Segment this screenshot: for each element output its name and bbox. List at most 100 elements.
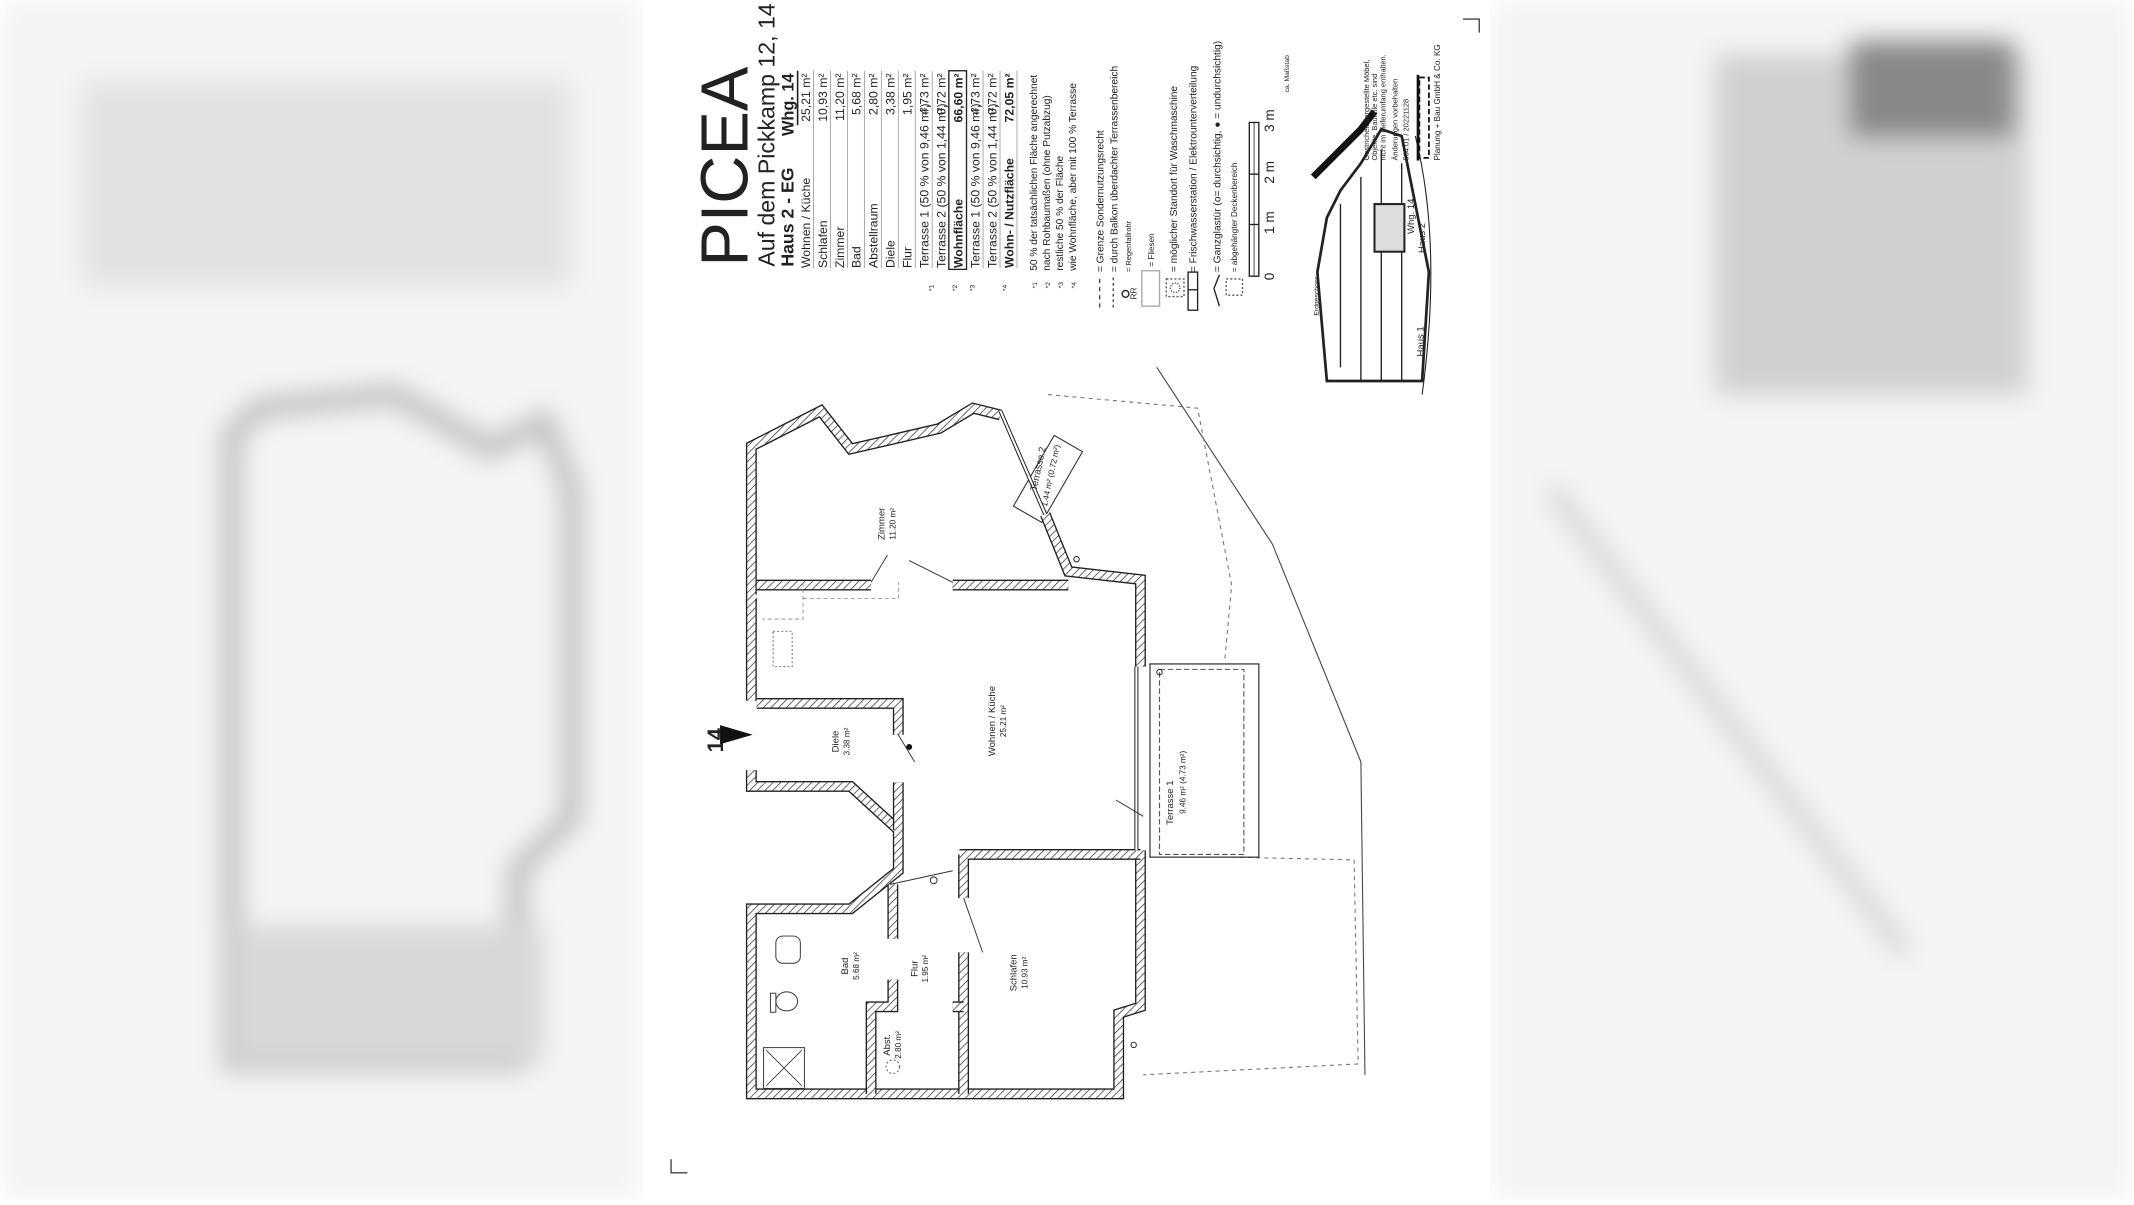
room-abst-name: Abst. (882, 1034, 893, 1056)
glass-door-icon (1213, 274, 1221, 307)
washer-icon (1165, 278, 1185, 298)
site-haus1: Haus 1 (1415, 326, 1426, 356)
note-furniture-2: Objekte, Bauteile etc. sind (1370, 74, 1379, 161)
area-table-row: Terrasse 1 (50 % von 9,46 m²)4,73 m² (918, 70, 933, 268)
site-plan: Erdgeschoss Haus 1 Haus 2 Whg. 14 (1310, 109, 1432, 395)
footnote-text: restliche 50 % der Fläche (1055, 155, 1066, 270)
blurred-background-left (0, 0, 643, 1200)
opaque-glass-door-icon (906, 743, 913, 750)
area-value: 0,72 m² (934, 73, 948, 114)
area-label: Flur (901, 247, 915, 268)
scale-note: ca. Maßstab (1284, 55, 1291, 93)
site-haus2: Haus 2 (1417, 223, 1428, 253)
building-floor: Haus 2 - EG (778, 167, 798, 266)
shower-icon (763, 1047, 805, 1089)
area-table-row: Wohnfläche 66,60 m² (948, 70, 968, 271)
room-bad-name: Bad (840, 958, 851, 975)
area-value: 3,38 m² (884, 73, 898, 114)
scale-label-1: 1 m (1262, 211, 1277, 234)
room-diele-name: Diele (830, 731, 841, 753)
room-diele-area: 3.38 m² (842, 727, 851, 755)
rr-symbol: RR (1129, 287, 1138, 299)
scale-bar: 0 1 m 2 m 3 m ca. Maßstab (1248, 55, 1291, 280)
ceiling-icon (1225, 278, 1244, 296)
legend-washer: = möglicher Standort für Waschmaschine (1169, 86, 1180, 273)
area-table-row: Wohnen / Küche 25,21 m² (799, 70, 814, 268)
area-value: 11,20 m² (833, 73, 847, 120)
legend: = Grenze Sondernutzungsrecht = durch Bal… (1096, 41, 1244, 311)
legend-ceiling: = abgehängter Deckenbereich (1230, 163, 1239, 273)
area-label: Terrasse 1 (50 % von 9,46 m²) (968, 103, 982, 268)
washbasin-icon (775, 935, 801, 964)
footnote-mark: *2 (952, 285, 959, 292)
area-table-row: Flur 1,95 m² (901, 70, 916, 268)
downpipe-icon (1130, 1041, 1137, 1049)
project-title: PICEA (688, 66, 762, 267)
footnote-mark: *4 (1071, 282, 1078, 289)
area-label: Terrasse 2 (50 % von 1,44 m²) (934, 103, 948, 268)
footnote-text: 50 % der tatsächlichen Fläche angerechne… (1029, 75, 1040, 271)
legend-covered: = durch Balkon überdachter Terrassenbere… (1109, 66, 1120, 272)
terrace-2 (1012, 434, 1084, 524)
legend-downpipe: = Regenfallrohr (1124, 220, 1133, 272)
area-value: 4,73 m² (968, 73, 982, 114)
washer-spot-icon (772, 630, 793, 668)
footnote-marks: *1*2*3*4 (929, 285, 1009, 292)
area-label: Abstellraum (867, 203, 881, 268)
room-schlafen-name: Schlafen (1009, 954, 1020, 991)
area-table-row: Zimmer 11,20 m² (833, 70, 848, 268)
blurred-background-right (1490, 0, 2134, 1200)
room-wohnen-area: 25.21 m² (999, 705, 1008, 737)
scale-label-3: 3 m (1262, 109, 1277, 132)
site-unit: Whg. 14 (1406, 198, 1417, 234)
tiles-icon (1141, 270, 1161, 307)
footnote-mark: *1 (929, 285, 936, 292)
crop-mark (670, 1159, 688, 1174)
notes: Gestrichelt dargestellte Möbel, Objekte,… (1362, 44, 1442, 161)
legend-glass-door: = Ganzglastür (o= durchsichtig, ● = undu… (1213, 41, 1224, 272)
area-label: Terrasse 1 (50 % von 9,46 m²) (918, 103, 932, 268)
area-table-row: Terrasse 2 (50 % von 1,44 m²)0,72 m² (934, 70, 950, 268)
unit-header: Whg. 14 (780, 73, 798, 136)
area-label: Zimmer (833, 227, 847, 268)
downpipe-icon (1073, 555, 1080, 563)
area-label: Terrasse 2 (50 % von 1,44 m²) (985, 103, 999, 268)
footnotes: *150 % der tatsächlichen Fläche angerech… (1029, 75, 1079, 289)
legend-tiles: = Fliesen (1147, 233, 1156, 266)
area-label: Schlafen (816, 220, 830, 268)
footnote-mark: *3 (1058, 282, 1065, 289)
area-value: 25,21 m² (799, 73, 813, 121)
area-table-row: Abstellraum 2,80 m² (867, 70, 882, 268)
area-value: 2,80 m² (867, 73, 881, 114)
crop-mark (1462, 18, 1480, 33)
glass-door-icon (929, 876, 938, 885)
footnote-mark: *4 (1002, 285, 1009, 292)
room-wohnen-name: Wohnen / Küche (987, 686, 998, 756)
area-label: Wohnfläche (951, 199, 965, 268)
area-value: 66,60 m² (951, 73, 965, 122)
note-changes: Änderungen vorbehalten (1391, 79, 1400, 161)
entrance-arrow-icon (720, 725, 753, 745)
footnote-text: wie Wohnfläche, aber mit 100 % Terrasse (1068, 83, 1079, 272)
room-bad-area: 5.68 m² (852, 952, 861, 980)
area-label: Wohnen / Küche (799, 178, 813, 268)
downpipe-icon (1156, 668, 1163, 676)
scale-label-2: 2 m (1262, 161, 1277, 184)
area-value: 1,95 m² (901, 73, 915, 114)
area-label: Diele (884, 240, 898, 268)
downpipe-icon (1121, 289, 1130, 298)
paper-page (642, 0, 1491, 1200)
footnote-text: nach Rohbaumaßen (ohne Putzabzug) (1042, 95, 1053, 271)
room-flur-area: 1.95 m² (921, 955, 930, 983)
room-flur-name: Flur (909, 960, 920, 977)
footnote-mark: *2 (1045, 282, 1052, 289)
area-table-row: Terrasse 1 (50 % von 9,46 m²)4,73 m² (968, 70, 984, 268)
legend-water-station: = Frischwasserstation / Elektrountervert… (1188, 65, 1199, 272)
room-terrasse1-area: 9.46 m² (4.73 m²) (1178, 751, 1187, 814)
area-table-row: Terrasse 2 (50 % von 1,44 m²)0,72 m² (985, 70, 1001, 268)
note-ref: 564.01 / 20221128 (1401, 99, 1410, 161)
room-schlafen-area: 10.93 m² (1021, 956, 1030, 988)
